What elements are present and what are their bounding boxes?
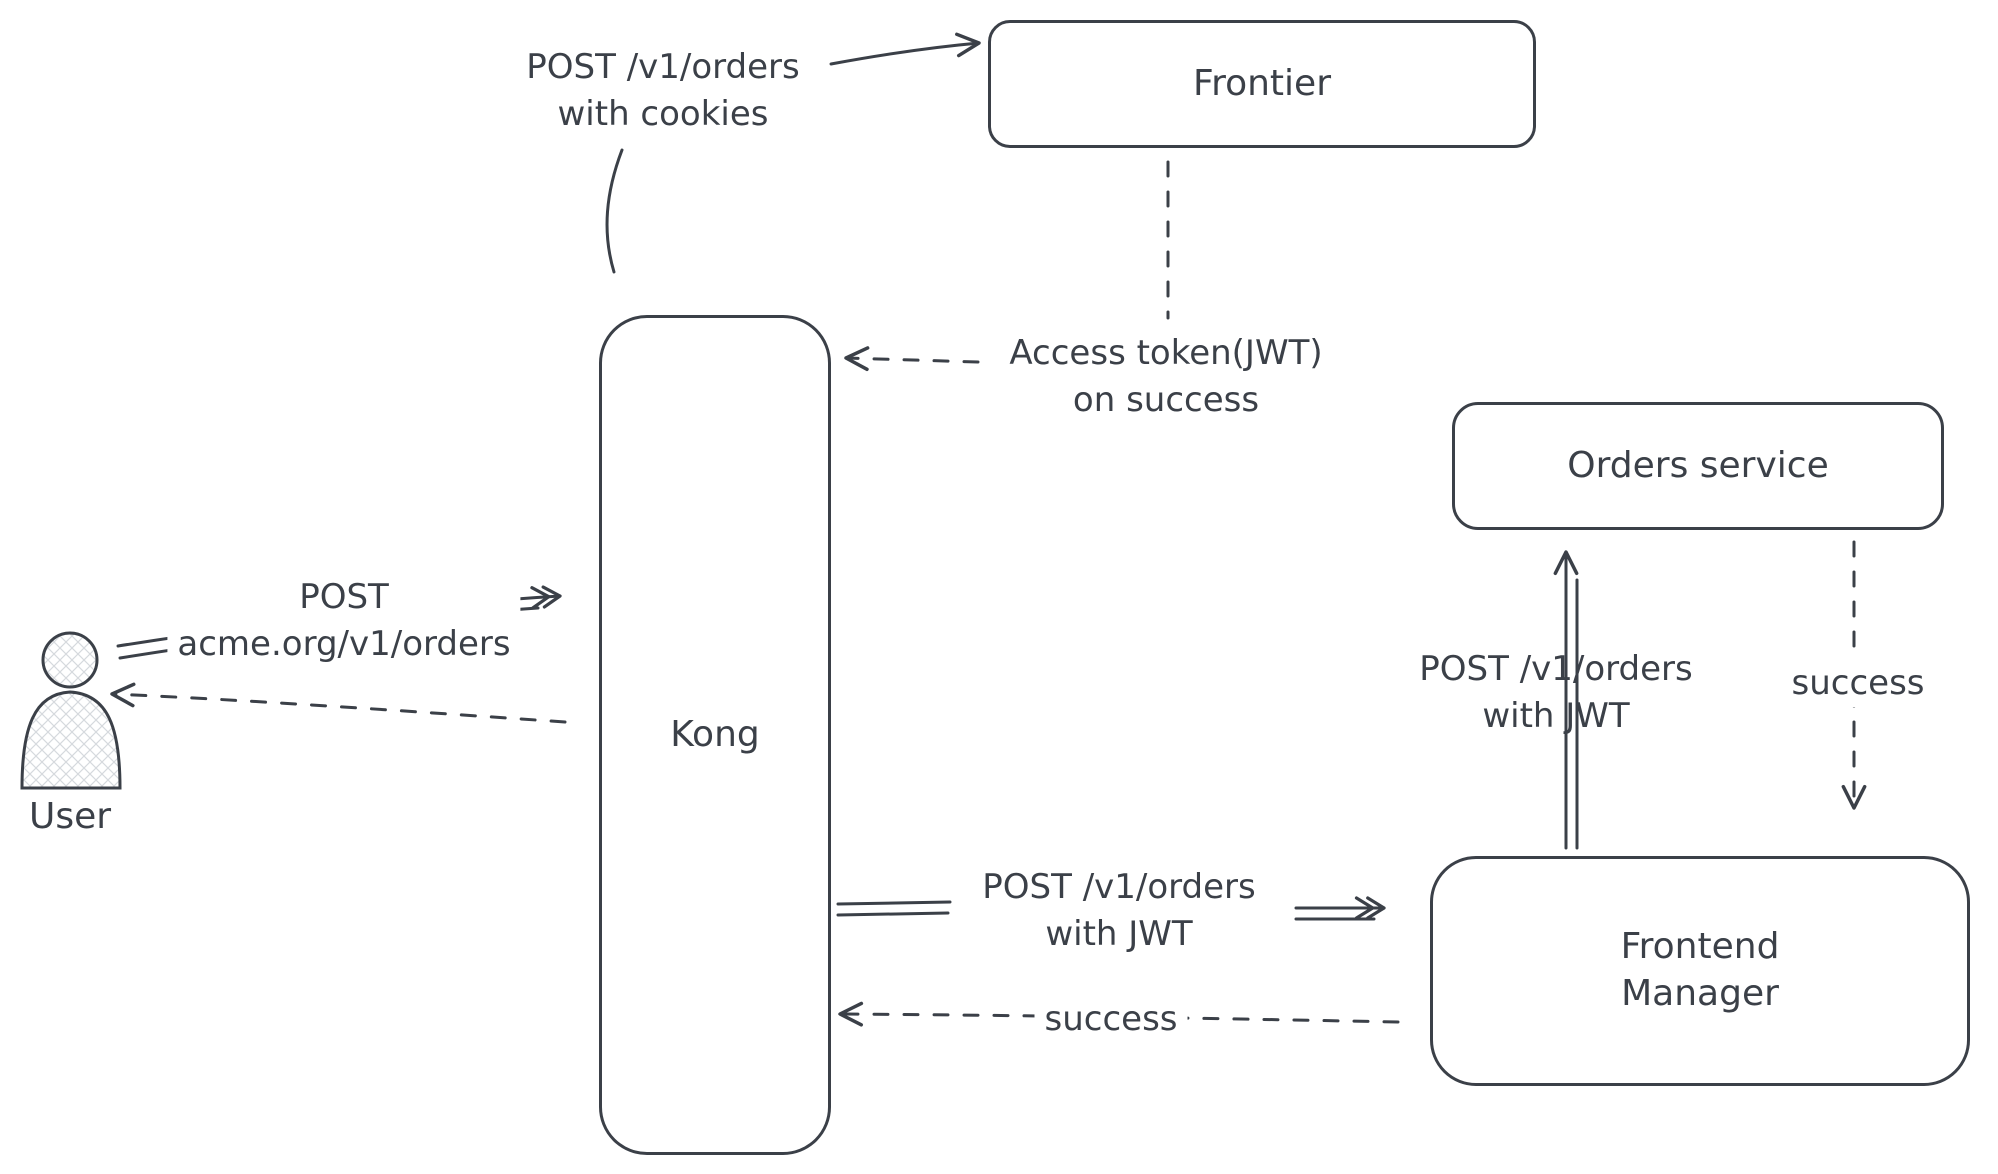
edge-label-kong-to-frontier: POST /v1/orders with cookies <box>526 44 799 138</box>
edge-label-orders-to-frontend-manager: success <box>1781 660 1935 707</box>
node-frontend-manager-label-line2: Manager <box>1621 973 1779 1014</box>
edge-label-frontier-to-kong-line1: Access token(JWT) <box>1009 333 1323 373</box>
edge-label-frontend-manager-to-orders: POST /v1/orders with JWT <box>1419 646 1692 740</box>
edge-label-kong-to-frontier-line2: with cookies <box>557 93 769 134</box>
arrow-kong-to-frontier <box>605 32 981 274</box>
user-icon-head <box>41 631 99 689</box>
node-kong: Kong <box>599 315 831 1155</box>
node-frontend-manager: Frontend Manager <box>1430 856 1970 1086</box>
edge-label-user-to-kong: POST acme.org/v1/orders <box>167 574 521 668</box>
arrow-frontier-to-kong <box>844 160 1170 372</box>
node-orders-service: Orders service <box>1452 402 1944 530</box>
arrow-frontend-manager-to-kong <box>838 1001 1400 1027</box>
arrow-frontend-manager-to-orders <box>1553 550 1579 850</box>
edge-label-kong-to-frontend-manager-line2: with JWT <box>1045 913 1193 954</box>
node-frontend-manager-label-line1: Frontend <box>1620 926 1780 968</box>
edge-label-frontier-to-kong-line2: on success <box>1072 379 1260 420</box>
user-icon <box>20 631 122 790</box>
edge-label-frontend-manager-to-orders-line1: POST /v1/orders <box>1419 649 1693 689</box>
edge-label-frontend-manager-to-orders-line2: with JWT <box>1482 695 1630 736</box>
edge-label-frontend-manager-to-kong: success <box>1034 996 1188 1043</box>
node-kong-label: Kong <box>670 713 760 755</box>
node-orders-service-label: Orders service <box>1567 444 1829 486</box>
node-frontier-label: Frontier <box>1192 62 1331 104</box>
edge-label-user-to-kong-line1: POST <box>299 577 389 617</box>
arrow-kong-to-frontend-manager <box>836 896 1386 921</box>
user-icon-body <box>20 690 122 790</box>
arrow-kong-to-user <box>110 682 567 724</box>
edge-label-kong-to-frontier-line1: POST /v1/orders <box>526 47 800 87</box>
edge-label-frontier-to-kong: Access token(JWT) on success <box>1009 330 1322 424</box>
node-frontier: Frontier <box>988 20 1536 148</box>
edge-label-kong-to-frontend-manager: POST /v1/orders with JWT <box>982 864 1255 958</box>
edge-label-user-to-kong-line2: acme.org/v1/orders <box>177 623 511 664</box>
user-label: User <box>28 796 112 837</box>
edge-label-kong-to-frontend-manager-line1: POST /v1/orders <box>982 867 1256 907</box>
